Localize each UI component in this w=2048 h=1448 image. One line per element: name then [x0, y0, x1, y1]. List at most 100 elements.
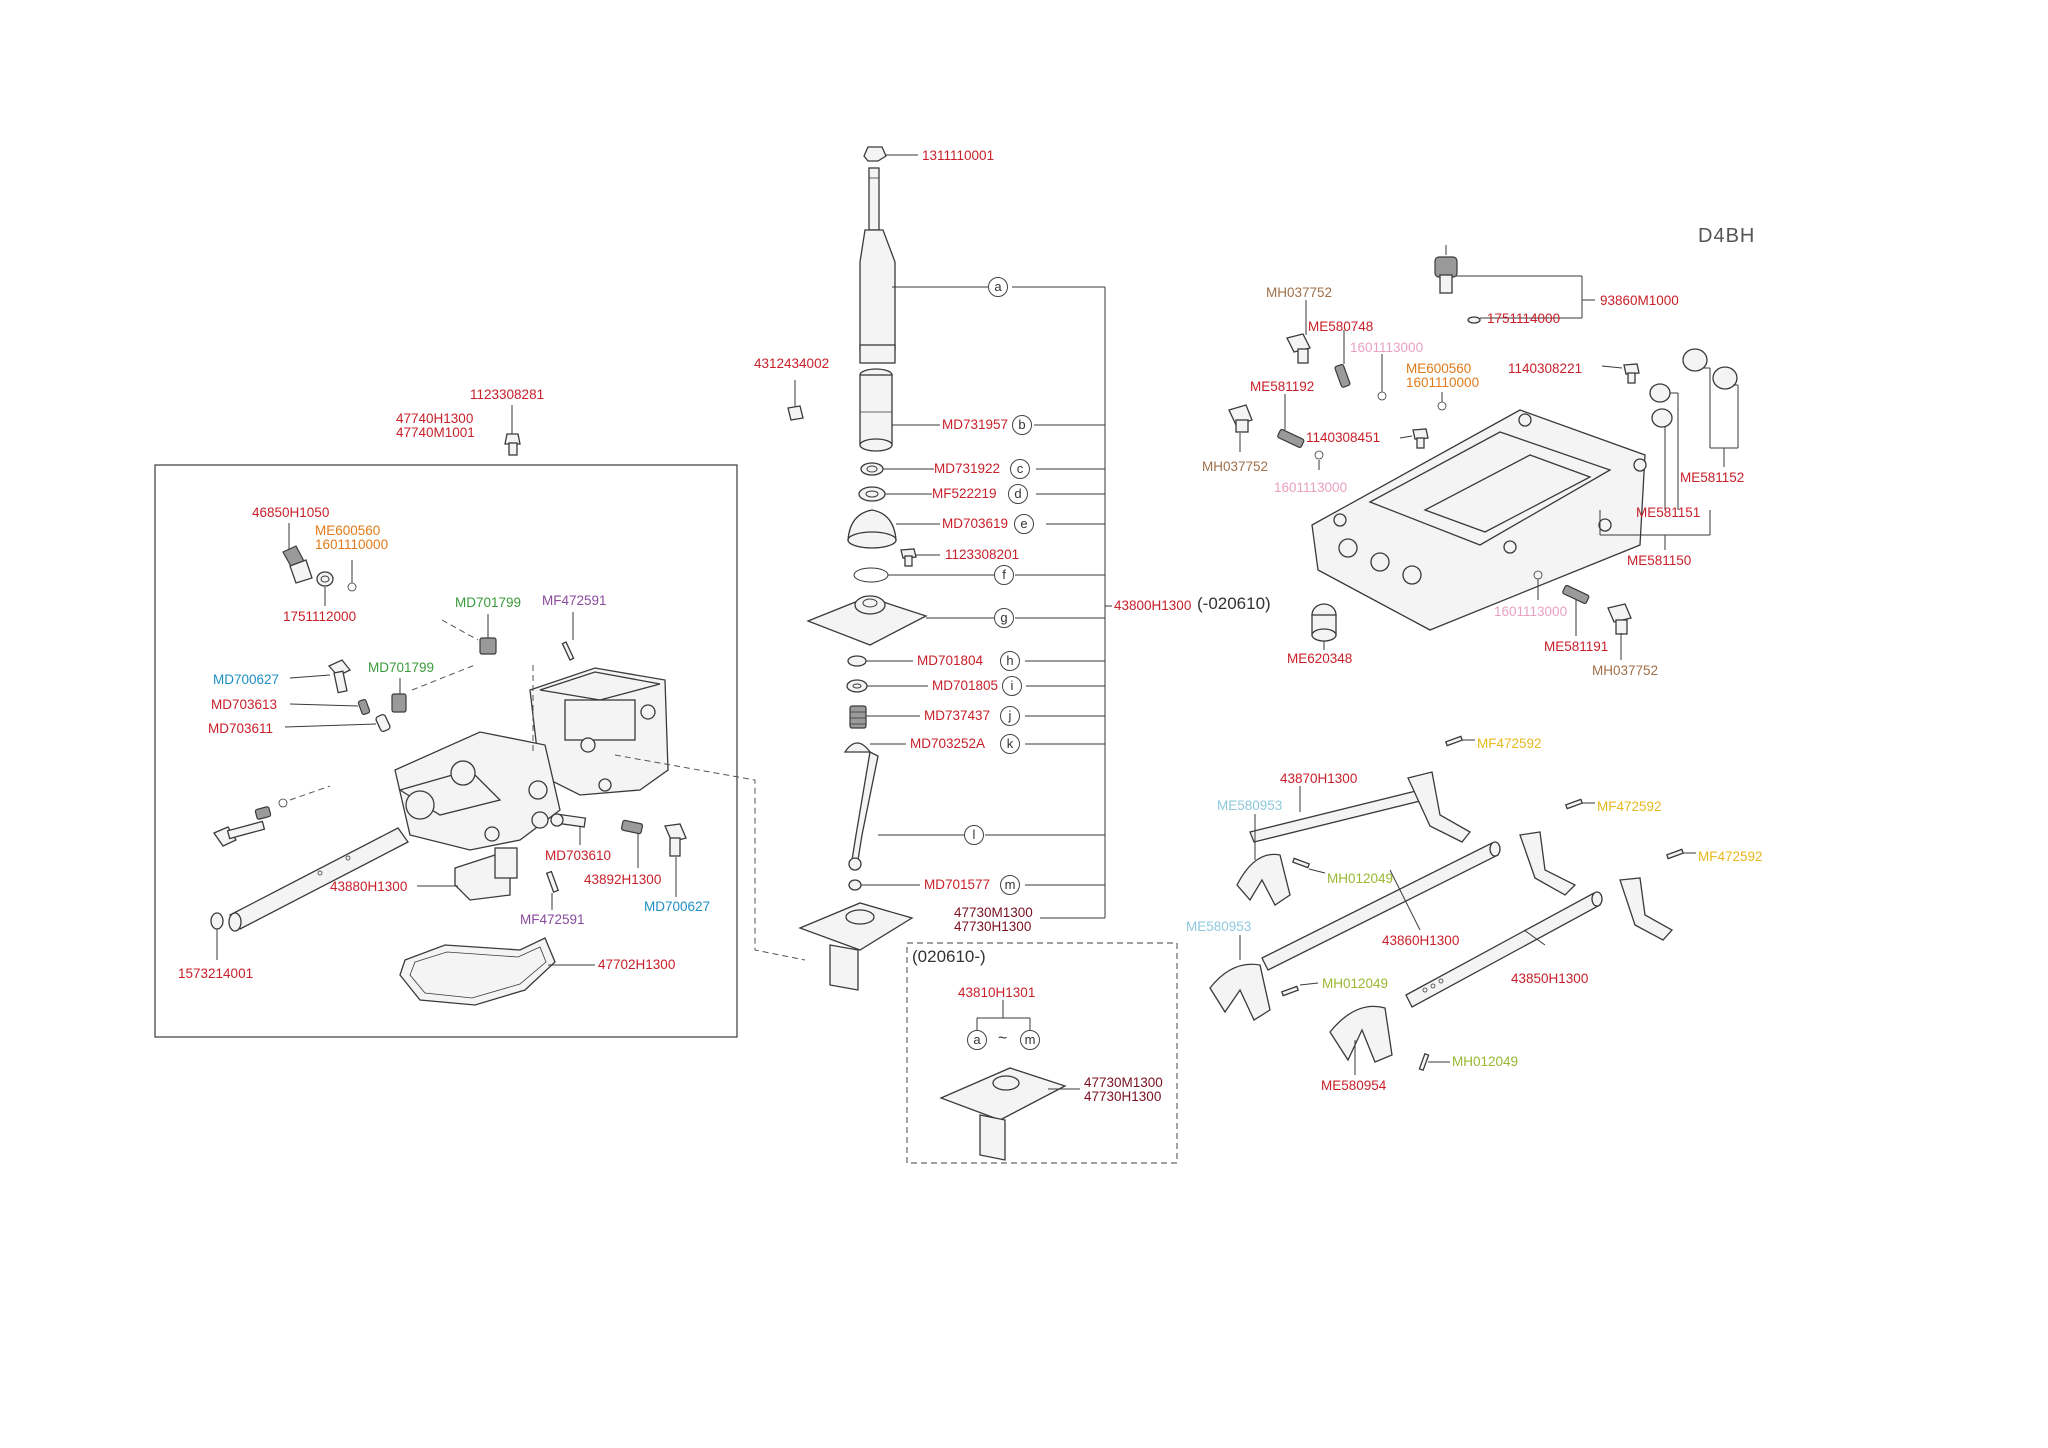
label-MH037752-a: MH037752 — [1266, 285, 1333, 300]
label-MF472592-a: MF472592 — [1477, 736, 1542, 751]
label-1123308281: 1123308281 — [470, 387, 545, 402]
label-43850H1300: 43850H1300 — [1511, 971, 1589, 986]
label-47740: 47740H1300 47740M1001 — [396, 411, 475, 440]
label-1140308451: 1140308451 — [1306, 430, 1381, 445]
callout-a: a — [988, 277, 1008, 297]
label-MF472591-b: MF472591 — [520, 912, 585, 927]
label-MD731922: MD731922 — [934, 461, 1001, 476]
label-MD701799-a: MD701799 — [455, 595, 522, 610]
label-43800H1300: 43800H1300 — [1114, 598, 1192, 613]
shift-cover — [1311, 409, 1647, 631]
label-ME581151: ME581151 — [1636, 505, 1701, 520]
label-MF472591-a: MF472591 — [542, 593, 607, 608]
label-47702H1300: 47702H1300 — [598, 957, 676, 972]
label-MD700627-b: MD700627 — [644, 899, 711, 914]
label-MH012049-c: MH012049 — [1452, 1054, 1519, 1069]
cover-small-parts — [1228, 245, 1738, 642]
label-1123308201: 1123308201 — [945, 547, 1020, 562]
label-1751114000: 1751114000 — [1487, 311, 1561, 326]
shift-rail-43880 — [228, 827, 409, 932]
label-1573214001: 1573214001 — [178, 966, 254, 981]
callout-m: m — [1000, 875, 1020, 895]
label-MD737437: MD737437 — [924, 708, 991, 723]
callout-g: g — [994, 608, 1014, 628]
assembly-line-e — [614, 754, 806, 961]
label-MH037752-c: MH037752 — [1592, 663, 1659, 678]
label-ME580748: ME580748 — [1308, 319, 1374, 334]
label-43810H1301: 43810H1301 — [958, 985, 1036, 1000]
label-93860M1000: 93860M1000 — [1600, 293, 1679, 308]
shift-lever-stack — [787, 146, 928, 991]
variant-range-to: m — [1020, 1030, 1040, 1050]
label-43870H1300: 43870H1300 — [1280, 771, 1358, 786]
shift-control-case — [394, 667, 669, 851]
label-1601113000-a: 1601113000 — [1350, 340, 1424, 355]
callout-d: d — [1008, 484, 1028, 504]
period-before-label: (-020610) — [1197, 594, 1271, 613]
period-after-label: (020610-) — [912, 947, 986, 966]
variant-range-from: a — [967, 1030, 987, 1050]
variant-range-tilde: ~ — [998, 1030, 1008, 1047]
label-ME600560-left: ME600560 1601110000 — [315, 523, 389, 552]
left-small-parts — [210, 433, 687, 1006]
label-MF472592-c: MF472592 — [1698, 849, 1763, 864]
label-MD701804: MD701804 — [917, 653, 984, 668]
label-MH012049-b: MH012049 — [1322, 976, 1389, 991]
label-43892H1300: 43892H1300 — [584, 872, 662, 887]
label-MD703611: MD703611 — [208, 721, 274, 736]
label-ME581191: ME581191 — [1544, 639, 1609, 654]
label-1311110001: 1311110001 — [922, 148, 995, 163]
label-MD731957: MD731957 — [942, 417, 1009, 432]
label-ME580953-a: ME580953 — [1217, 798, 1283, 813]
label-MF522219: MF522219 — [932, 486, 997, 501]
label-43860H1300: 43860H1300 — [1382, 933, 1460, 948]
label-MD701805: MD701805 — [932, 678, 999, 693]
label-43880H1300: 43880H1300 — [330, 879, 408, 894]
label-ME600560-right: ME600560 1601110000 — [1406, 361, 1480, 390]
assembly-line-a — [441, 619, 479, 641]
label-4312434002: 4312434002 — [754, 356, 830, 371]
callout-c: c — [1010, 459, 1030, 479]
label-47730-bottom: 47730M1300 47730H1300 — [1084, 1075, 1163, 1104]
label-MD703619: MD703619 — [942, 516, 1009, 531]
callout-f: f — [994, 565, 1014, 585]
shift-case-frame — [154, 464, 738, 1038]
label-1601113000-c: 1601113000 — [1494, 604, 1568, 619]
label-ME581192: ME581192 — [1250, 379, 1315, 394]
model-code: D4BH — [1698, 225, 1756, 247]
callout-i: i — [1002, 676, 1022, 696]
label-ME620348: ME620348 — [1287, 651, 1353, 666]
assembly-line-b — [411, 664, 476, 691]
leaders-cover — [1239, 275, 1739, 660]
callout-b: b — [1012, 415, 1032, 435]
label-MD703613: MD703613 — [211, 697, 278, 712]
callout-h: h — [1000, 651, 1020, 671]
callout-k: k — [1000, 734, 1020, 754]
shift-lever-block — [454, 847, 518, 901]
label-MD700627-a: MD700627 — [213, 672, 280, 687]
label-MD703252A: MD703252A — [910, 736, 986, 751]
label-MF472592-b: MF472592 — [1597, 799, 1662, 814]
label-ME580953-b: ME580953 — [1186, 919, 1252, 934]
label-MD701577: MD701577 — [924, 877, 991, 892]
label-MH012049-a: MH012049 — [1327, 871, 1394, 886]
shift-rails-forks — [1209, 735, 1685, 1072]
variant-box — [906, 942, 1178, 1164]
callout-e: e — [1014, 514, 1034, 534]
label-1751112000: 1751112000 — [283, 609, 357, 624]
label-MH037752-b: MH037752 — [1202, 459, 1269, 474]
callout-l: l — [964, 825, 984, 845]
label-47730-top: 47730M1300 47730H1300 — [954, 905, 1033, 934]
label-ME581152: ME581152 — [1680, 470, 1745, 485]
label-MD703610: MD703610 — [545, 848, 612, 863]
label-ME581150: ME581150 — [1627, 553, 1692, 568]
label-MD701799-b: MD701799 — [368, 660, 435, 675]
label-1601113000-b: 1601113000 — [1274, 480, 1348, 495]
leaders-forks — [1239, 739, 1696, 1075]
label-46850H1050: 46850H1050 — [252, 505, 330, 520]
label-ME580954: ME580954 — [1321, 1078, 1387, 1093]
leaders-left — [216, 405, 677, 966]
callout-j: j — [1000, 706, 1020, 726]
